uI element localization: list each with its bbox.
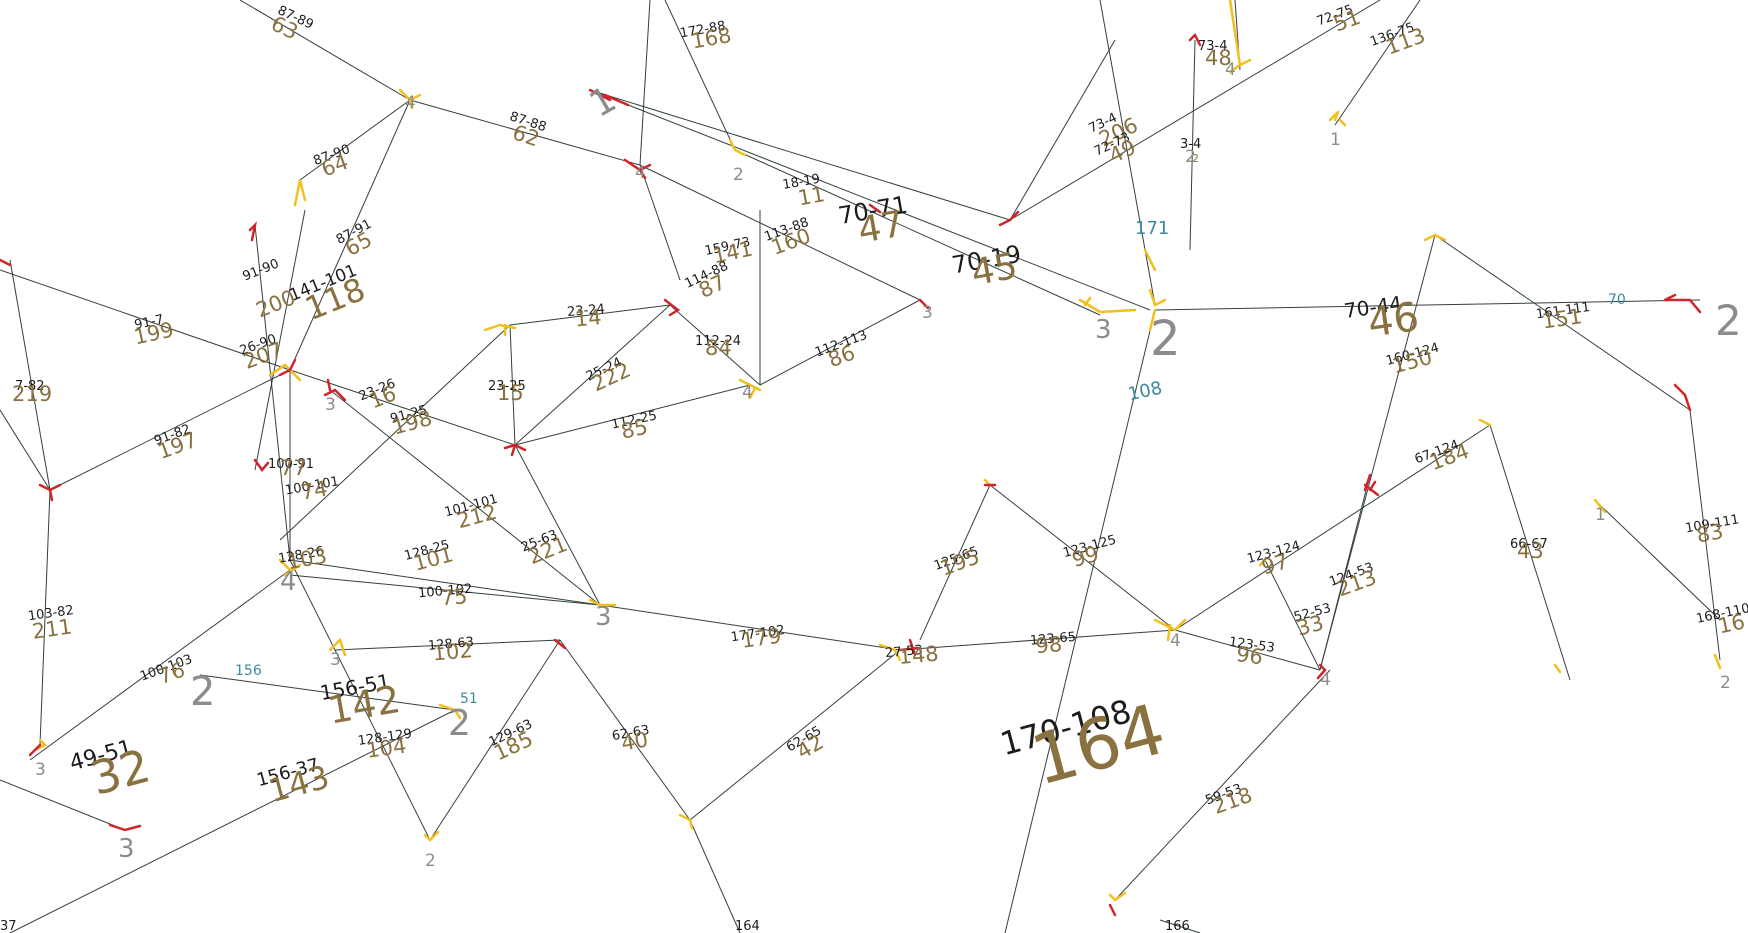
edge-label-id: 11 [796, 182, 826, 210]
edge-label-pair: 123-65 [1029, 630, 1076, 649]
node-label: 3 [330, 650, 341, 670]
edge-label-id: 2 [1192, 152, 1199, 165]
node-label: 4 [742, 383, 753, 403]
small-label: 164 [735, 919, 760, 933]
edge-label-pair: 161-111 [1535, 300, 1591, 322]
edge-label-id: 85 [619, 415, 650, 444]
edge-label-id: 43 [1517, 539, 1544, 563]
node-label: 3 [118, 834, 135, 864]
edge-label-pair: 23-25 [488, 379, 526, 394]
edge-label-pair: 128-129 [357, 727, 413, 749]
edge-label-pair: 177-102 [730, 623, 786, 645]
edge-label-id: 75 [440, 584, 469, 610]
edge-label-id: 98 [1034, 632, 1063, 658]
node-label: 4 [1170, 631, 1181, 651]
node-label: 1 [1330, 130, 1341, 150]
teal-label: 156 [235, 663, 262, 679]
edge-label-id: 148 [898, 642, 940, 669]
edge-label-id: 184 [1426, 439, 1472, 475]
edge-label-pair: 7-82 [15, 379, 45, 394]
node-label: 2 [1150, 311, 1181, 367]
edge-label-id: 16 [1716, 609, 1747, 638]
edge-label-id: 104 [365, 734, 408, 763]
node-label: 3 [35, 760, 46, 780]
node-label: 2 [1185, 147, 1196, 167]
edge-label-id: 102 [432, 638, 474, 665]
node-label: 2 [448, 703, 471, 744]
edge-label-id: 84 [705, 336, 732, 360]
edge-label-id: 45 [968, 246, 1020, 294]
edge-label-id huge: 164 [1023, 688, 1173, 802]
edge-label-id: 218 [1210, 783, 1256, 819]
edge-label-pair: 66-67 [1510, 537, 1548, 552]
edge-label-id: 150 [1390, 345, 1435, 379]
junction-markers [0, 0, 1722, 917]
node-label: 4 [1320, 670, 1331, 690]
node-label: 3 [922, 303, 933, 323]
node-label: 3 [325, 395, 336, 415]
node-label: 3 [595, 602, 612, 632]
teal-label: 108 [1126, 378, 1164, 406]
edge-label-id: 179 [740, 624, 783, 653]
node-labels: 1 2 3 2 2 4 4 4 3 4 3 4 2 2 3 2 3 4 4 3 … [35, 60, 1742, 871]
node-label: 4 [1225, 60, 1236, 80]
teal-label: 51 [460, 691, 478, 707]
edge-label-pair: 112-24 [695, 334, 741, 349]
edge-label-id: 14 [574, 305, 603, 331]
node-label: 4 [405, 93, 416, 113]
edge-label-pair: 23-24 [567, 302, 606, 320]
edge-label-id: 151 [1540, 304, 1583, 333]
node-label: 2 [1715, 296, 1742, 345]
edge-label-id: 77 [280, 456, 307, 480]
edge-label-id: 83 [1695, 519, 1725, 547]
edge-label-pair: 27-53 [885, 643, 924, 661]
edge-label-id: 15 [497, 381, 524, 405]
node-label: 1 [1595, 505, 1606, 525]
teal-label: 70 [1608, 292, 1626, 308]
edge-label-pair: 73-4 [1198, 39, 1228, 54]
edge-label-pair: 62-63 [611, 723, 651, 744]
edge-label-id: 74 [299, 476, 329, 504]
edge-label-id: 40 [619, 727, 649, 755]
edge-label-pair: 91-7 [133, 312, 165, 333]
edge-label-id: 96 [1235, 642, 1265, 669]
edge-label-id: 195 [937, 544, 983, 580]
edge-label-pair: 128-63 [427, 635, 474, 654]
node-label: 2 [1720, 673, 1731, 693]
node-label: 2 [190, 669, 215, 715]
node-label: 4 [280, 567, 297, 597]
edge-label-id: 222 [588, 358, 634, 397]
edge-label-id: 48 [1205, 46, 1232, 70]
node-label: 2 [425, 851, 436, 871]
node-label: 3 [1095, 315, 1112, 345]
edge-label-pair: 123-53 [1228, 635, 1276, 656]
edge-label-id: 219 [12, 382, 52, 406]
edge-label-pair: 100-91 [268, 457, 314, 472]
small-labels: 164 166 37 [0, 919, 1190, 933]
edge-label-pair: 103-82 [27, 603, 75, 624]
teal-label: 171 [1135, 218, 1169, 239]
edge-label-id: 47 [855, 204, 907, 252]
edge-label-id: 211 [31, 614, 74, 643]
node-label: 2 [733, 165, 744, 185]
edge-label-pair: 18-19 [781, 172, 821, 193]
node-label: 1 [583, 79, 623, 126]
small-label: 166 [1165, 919, 1190, 933]
edge-label-pair: 3-4 [1180, 137, 1201, 152]
small-label: 37 [0, 919, 17, 933]
node-label: 4 [635, 163, 646, 183]
edge-label-pair: 100-102 [418, 582, 473, 602]
edge-label-id: 46 [1365, 294, 1422, 347]
